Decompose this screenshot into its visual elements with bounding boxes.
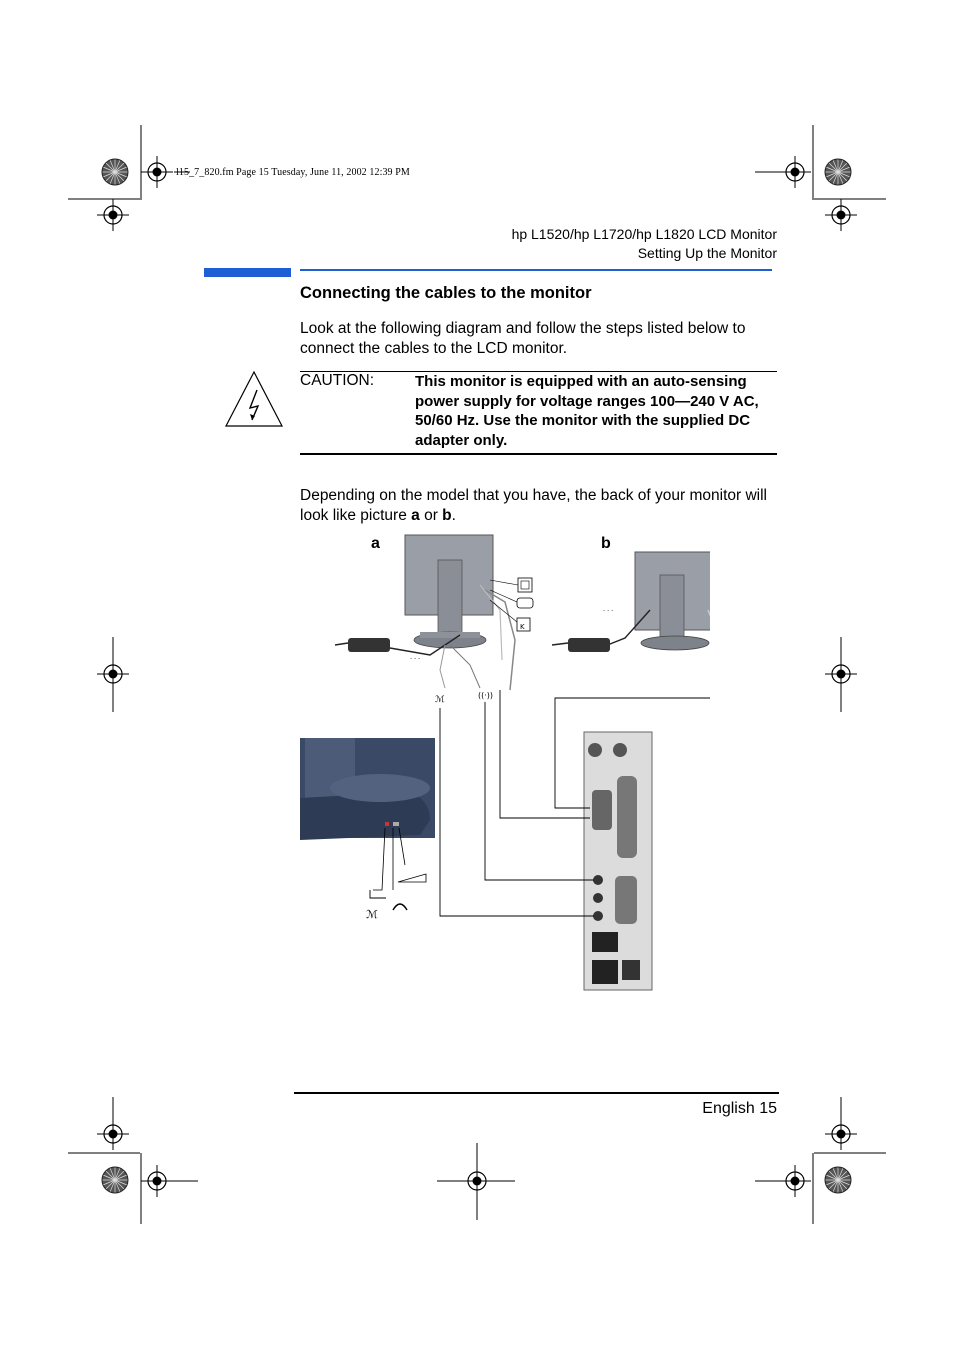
caution-label: CAUTION: (300, 372, 374, 390)
monitor-a-illustration: - - - K ℳ ((·)) (335, 535, 533, 705)
header-chapter: Setting Up the Monitor (357, 244, 777, 263)
svg-text:ℳ: ℳ (435, 695, 445, 705)
svg-text:((·)): ((·)) (478, 691, 493, 700)
kensington-k-a: K (520, 623, 525, 631)
caution-text: This monitor is equipped with an auto-se… (415, 372, 779, 450)
intro-paragraph: Look at the following diagram and follow… (300, 319, 780, 359)
monitor-b-illustration: - - - (552, 552, 710, 680)
svg-text:- - -: - - - (410, 655, 420, 662)
accent-bar (204, 268, 291, 277)
paragraph-or: or (420, 507, 442, 524)
electrical-hazard-icon (224, 370, 284, 428)
svg-text:- - -: - - - (603, 607, 613, 614)
stand-closeup-illustration: ℳ (300, 738, 435, 921)
header-product: hp L1520/hp L1720/hp L1820 LCD Monitor (357, 225, 777, 244)
color-bar-mark (102, 159, 128, 185)
model-paragraph: Depending on the model that you have, th… (300, 486, 780, 526)
paragraph-a: a (411, 507, 420, 524)
running-header: hp L1520/hp L1720/hp L1820 LCD Monitor S… (357, 225, 777, 263)
page-footer: English 15 (702, 1100, 777, 1118)
caution-bottom-rule (300, 453, 777, 455)
paragraph-end: . (452, 507, 456, 524)
paragraph-b: b (442, 507, 451, 524)
header-rule (300, 269, 772, 271)
pc-back-panel-illustration (584, 732, 652, 990)
footer-rule (294, 1092, 779, 1094)
svg-text:ℳ: ℳ (366, 908, 378, 921)
section-title: Connecting the cables to the monitor (300, 284, 592, 303)
cable-connection-diagram: - - - K ℳ ((·)) - - - ℳ (290, 530, 710, 1000)
print-slug: l15_7_820.fm Page 15 Tuesday, June 11, 2… (176, 167, 410, 178)
paragraph-text: Depending on the model that you have, th… (300, 487, 767, 524)
